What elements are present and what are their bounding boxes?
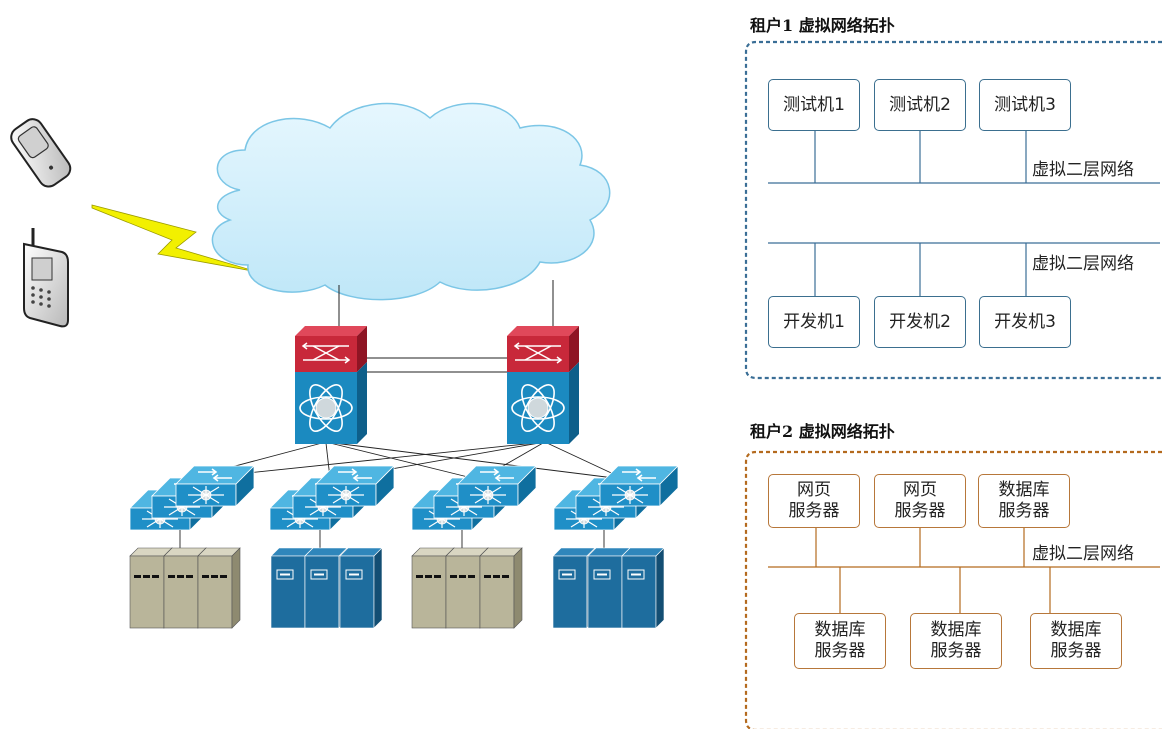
tenant1-border xyxy=(744,40,1162,380)
dev-machine-2: 开发机2 xyxy=(874,296,966,348)
uplinks xyxy=(189,442,623,479)
access-switch-group-3 xyxy=(411,465,537,531)
server-line2: 服务器 xyxy=(998,501,1050,521)
db-server-1: 数据库服务器 xyxy=(794,613,886,669)
server-line2: 服务器 xyxy=(930,641,982,661)
dev-machine-1: 开发机1 xyxy=(768,296,860,348)
cloud-icon xyxy=(211,102,611,301)
server-line1: 数据库 xyxy=(1050,620,1102,640)
flip-phone-icon xyxy=(10,118,72,188)
web-server-2: 网页服务器 xyxy=(874,474,966,528)
tenant2-network-label: 虚拟二层网络 xyxy=(1032,544,1134,564)
server-line1: 数据库 xyxy=(998,480,1050,500)
test-machine-2: 测试机2 xyxy=(874,79,966,131)
core-links xyxy=(338,280,554,373)
server-line2: 服务器 xyxy=(788,501,840,521)
lightning-bolt-icon xyxy=(91,204,259,273)
server-rack-icon xyxy=(129,547,241,629)
test-machine-1: 测试机1 xyxy=(768,79,860,131)
access-switch-group-2 xyxy=(269,465,395,531)
core-switch-icon xyxy=(506,325,580,445)
tenant1-network-label-bottom: 虚拟二层网络 xyxy=(1032,254,1134,274)
tenant1-links xyxy=(768,131,1160,296)
db-server-3: 数据库服务器 xyxy=(1030,613,1122,669)
access-switch-icon xyxy=(175,465,255,507)
access-switch-icon xyxy=(315,465,395,507)
access-switch-icon xyxy=(457,465,537,507)
tenant1-title: 租户1 虚拟网络拓扑 xyxy=(750,16,895,35)
core-switch-icon xyxy=(294,325,368,445)
rack-links xyxy=(179,530,605,548)
access-switch-group-4 xyxy=(553,465,679,531)
server-rack-icon xyxy=(411,547,523,629)
tenant1-network-label-top: 虚拟二层网络 xyxy=(1032,160,1134,180)
server-line2: 服务器 xyxy=(814,641,866,661)
web-server-1: 网页服务器 xyxy=(768,474,860,528)
tenant2-links xyxy=(768,528,1160,613)
server-rack-icon xyxy=(552,547,665,629)
db-server-top: 数据库服务器 xyxy=(978,474,1070,528)
test-machine-3: 测试机3 xyxy=(979,79,1071,131)
server-line2: 服务器 xyxy=(1050,641,1102,661)
server-line2: 服务器 xyxy=(894,501,946,521)
server-rack-icon xyxy=(270,547,383,629)
db-server-2: 数据库服务器 xyxy=(910,613,1002,669)
server-line1: 网页 xyxy=(797,480,831,500)
mobile-phone-icon xyxy=(23,228,69,328)
server-line1: 网页 xyxy=(903,480,937,500)
access-switch-icon xyxy=(599,465,679,507)
server-line1: 数据库 xyxy=(930,620,982,640)
access-switch-group-1 xyxy=(129,465,255,531)
dev-machine-3: 开发机3 xyxy=(979,296,1071,348)
tenant2-title: 租户2 虚拟网络拓扑 xyxy=(750,422,895,441)
server-line1: 数据库 xyxy=(814,620,866,640)
